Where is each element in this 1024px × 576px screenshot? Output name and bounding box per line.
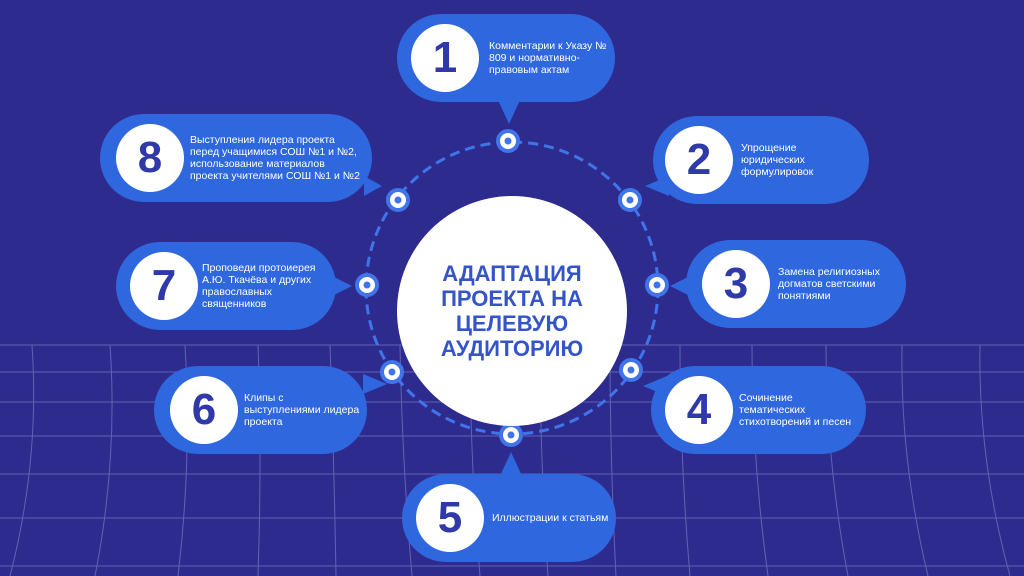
bubble-tail-7	[332, 276, 352, 296]
step-number: 8	[137, 133, 163, 182]
center-title: АДАПТАЦИЯ ПРОЕКТА НА ЦЕЛЕВУЮ АУДИТОРИЮ	[440, 261, 584, 361]
step-text: Упрощение юридических формулировок	[741, 142, 814, 178]
step-bubble-6: 6 Клипы с выступлениями лидера проекта	[154, 366, 367, 454]
bubble-tail-3	[670, 276, 690, 296]
step-bubble-1: 1 Комментарии к Указу № 809 и нормативно…	[397, 14, 615, 102]
step-bubble-3: 3 Замена религиозных догматов светскими …	[686, 240, 906, 328]
step-number-badge: 4	[665, 376, 733, 444]
step-bubble-2: 2 Упрощение юридических формулировок	[653, 116, 869, 204]
step-number-badge: 3	[702, 250, 770, 318]
bubble-tail-5	[500, 452, 522, 476]
step-bubble-7: 7 Проповеди протоиерея А.Ю. Ткачёва и др…	[116, 242, 336, 330]
step-bubble-8: 8 Выступления лидера проекта перед учащи…	[100, 114, 372, 202]
bubble-tail-4	[643, 376, 667, 396]
center-circle: АДАПТАЦИЯ ПРОЕКТА НА ЦЕЛЕВУЮ АУДИТОРИЮ	[397, 196, 627, 426]
step-number-badge: 5	[416, 484, 484, 552]
bubble-tail-1	[498, 100, 520, 124]
bubble-tail-2	[645, 176, 669, 196]
bubble-tail-8	[364, 176, 382, 196]
step-bubble-4: 4 Сочинение тематических стихотворений и…	[651, 366, 866, 454]
step-text: Клипы с выступлениями лидера проекта	[244, 392, 360, 428]
step-number: 3	[723, 259, 749, 308]
step-number-badge: 6	[170, 376, 238, 444]
step-number: 7	[151, 261, 177, 310]
step-number: 2	[686, 135, 712, 184]
step-number: 1	[432, 33, 458, 82]
step-number: 4	[686, 385, 712, 434]
step-bubble-5: 5 Иллюстрации к статьям	[402, 474, 616, 562]
step-text: Проповеди протоиерея А.Ю. Ткачёва и друг…	[202, 262, 316, 310]
ring-nodes	[355, 129, 669, 447]
step-text: Сочинение тематических стихотворений и п…	[739, 392, 852, 428]
step-text: Иллюстрации к статьям	[492, 512, 609, 524]
step-number: 5	[437, 493, 463, 542]
step-number-badge: 7	[130, 252, 198, 320]
step-text: Выступления лидера проекта перед учащими…	[190, 134, 360, 182]
step-number: 6	[191, 385, 217, 434]
step-text: Замена религиозных догматов светскими по…	[778, 266, 880, 302]
bubble-tail-6	[363, 374, 387, 394]
step-number-badge: 8	[116, 124, 184, 192]
step-number-badge: 2	[665, 126, 733, 194]
step-number-badge: 1	[411, 24, 479, 92]
step-text: Комментарии к Указу № 809 и нормативно-п…	[489, 40, 607, 76]
